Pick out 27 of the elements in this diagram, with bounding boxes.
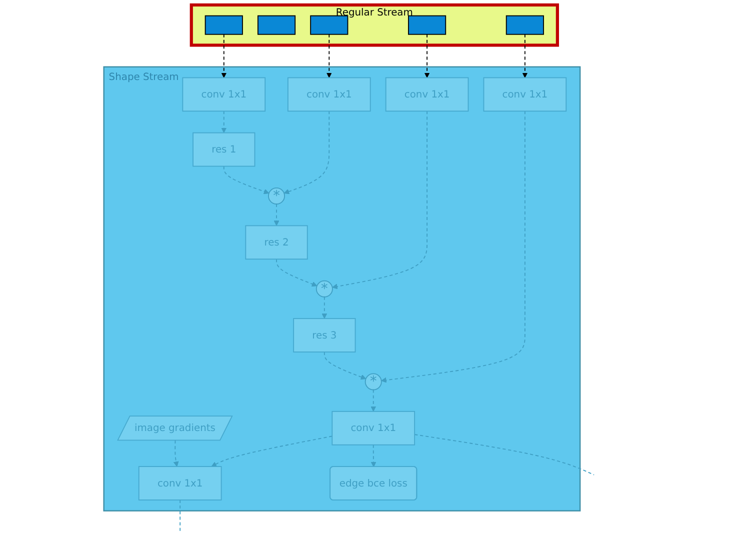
node-circle: * [268, 187, 286, 204]
connector [180, 500, 181, 533]
arrow [223, 166, 270, 194]
node-box [506, 15, 544, 35]
cluster: Regular Stream [190, 3, 559, 47]
node-box [257, 15, 296, 35]
arrow [276, 258, 318, 287]
arrow [221, 34, 227, 78]
arrow [370, 444, 376, 468]
arrow [370, 389, 376, 412]
arrow [381, 110, 526, 383]
node-box [204, 15, 243, 35]
arrow [274, 204, 280, 226]
node-circle: * [316, 280, 333, 298]
arrow [173, 440, 179, 467]
node-box [408, 15, 446, 35]
arrow [522, 34, 528, 78]
connector [414, 434, 594, 476]
arrow [221, 110, 227, 134]
arrow [211, 436, 333, 467]
arrow [326, 34, 332, 78]
arrow [324, 352, 366, 380]
arrow [332, 110, 428, 290]
node-circle: * [364, 373, 382, 390]
arrow [424, 34, 430, 78]
arrow [322, 296, 328, 319]
arrow [284, 110, 330, 194]
